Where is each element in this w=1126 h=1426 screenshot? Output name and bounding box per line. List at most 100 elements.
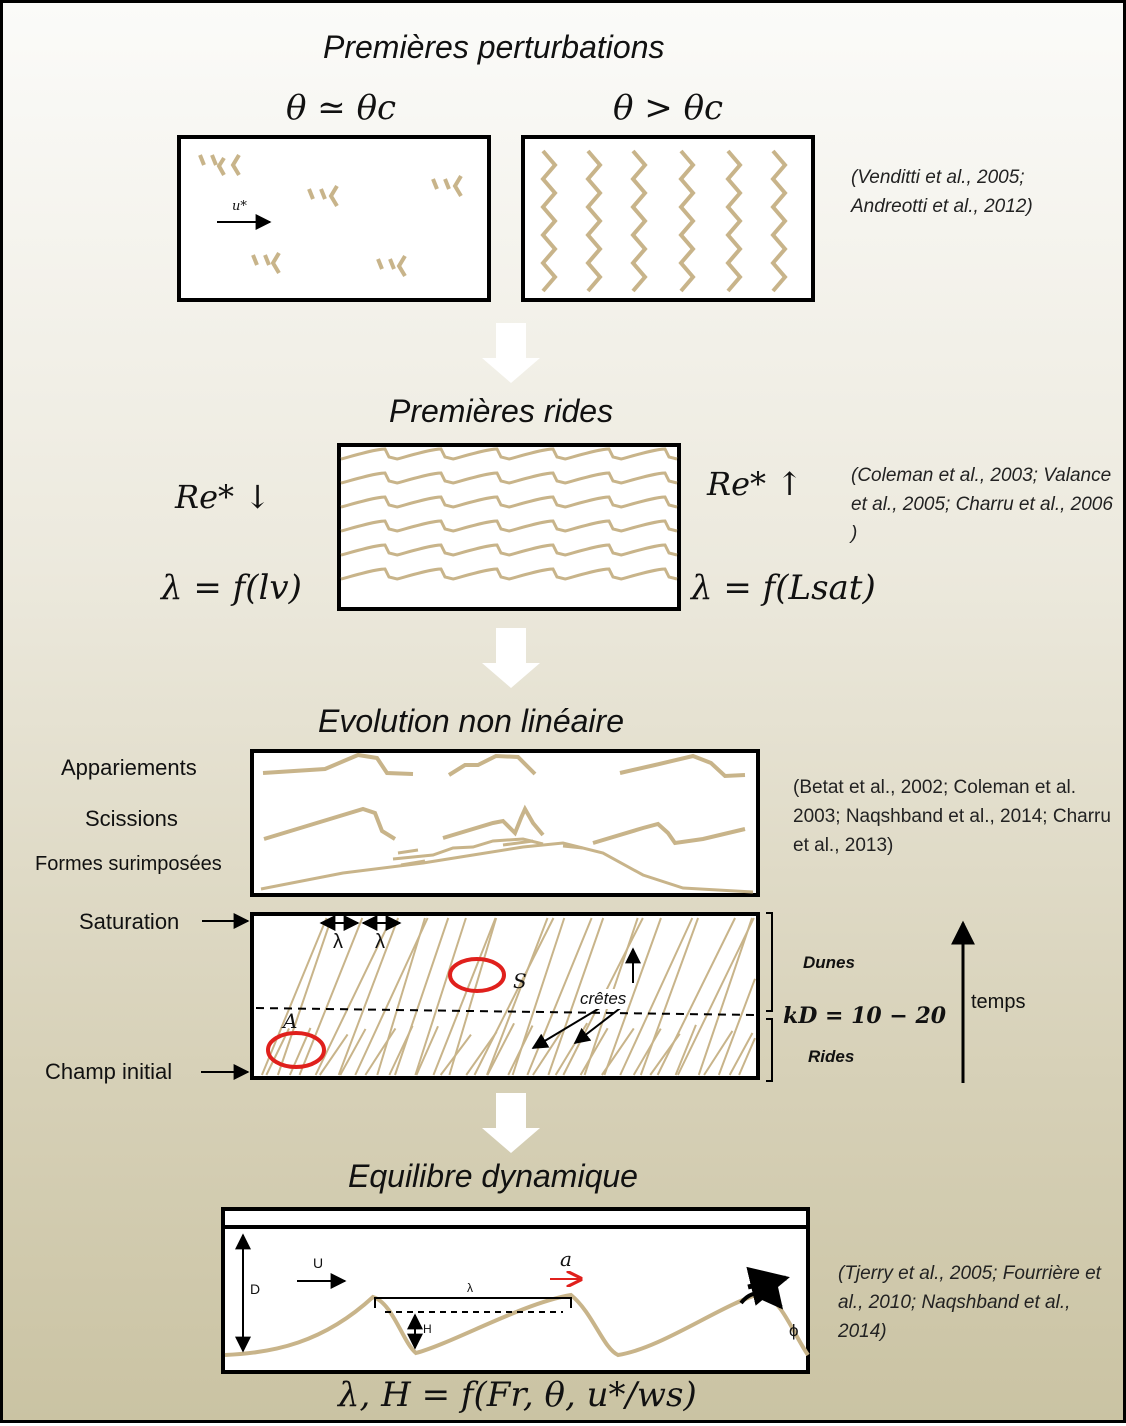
crest-line xyxy=(738,1037,756,1076)
short-crest-line xyxy=(649,1033,681,1076)
zigzag-line xyxy=(725,149,743,293)
crest-line xyxy=(486,917,549,1076)
ripples-box xyxy=(337,443,681,611)
equilibrium-formula: λ, H = f(Fr, θ, u*/ws) xyxy=(338,1375,697,1415)
section1-title: Premières perturbations xyxy=(323,29,665,65)
short-crest-line xyxy=(507,1025,534,1076)
label-appariements: Appariements xyxy=(61,755,197,780)
crest-line xyxy=(603,917,662,1076)
first-ripples xyxy=(340,447,678,581)
crest-line xyxy=(260,917,328,1076)
crest-line xyxy=(354,917,429,1076)
lee-flow-icon xyxy=(739,1266,790,1310)
down-arrow-3 xyxy=(482,1093,540,1153)
crete-pointer-2 xyxy=(531,1005,604,1049)
re-decrease-label: Re* ↓ xyxy=(175,478,272,516)
down-arrow-1 xyxy=(482,323,540,383)
zigzag-line xyxy=(678,149,696,293)
short-crest-line xyxy=(318,1033,349,1076)
section2-reference: (Coleman et al., 2003; Valance et al., 2… xyxy=(851,465,1113,544)
diagram-canvas xyxy=(177,135,975,1374)
section4-title: Equilibre dynamique xyxy=(348,1158,638,1194)
short-crest-line xyxy=(674,1024,697,1076)
crest-line xyxy=(394,917,450,1076)
cretes-label: crêtes xyxy=(580,989,627,1009)
migration-label: a xyxy=(560,1247,572,1271)
re-increase-label: Re* ↑ xyxy=(707,465,804,503)
superimposed-forms xyxy=(260,837,754,894)
short-crest-line xyxy=(632,1028,662,1076)
label-saturation: Saturation xyxy=(79,909,180,934)
dunes-brace xyxy=(766,912,773,1012)
section3-title: Evolution non linéaire xyxy=(318,703,624,739)
temps-label: temps xyxy=(971,991,1026,1013)
zigzag-line xyxy=(585,149,603,293)
crest-line xyxy=(276,917,333,1076)
lambda-viscous-label: λ = f(lv) xyxy=(161,568,302,608)
crest-line xyxy=(717,978,756,1076)
dunes-label: Dunes xyxy=(803,953,855,972)
wavelength-bracket xyxy=(374,1297,572,1308)
short-crest-line xyxy=(601,1027,635,1076)
section1-reference: (Venditti et al., 2005; Andreotti et al.… xyxy=(851,167,1033,217)
crest-line xyxy=(656,917,736,1076)
depth-label: D xyxy=(250,1281,261,1297)
theta-greater-label: θ > θc xyxy=(613,88,724,128)
height-label: H xyxy=(423,1322,432,1336)
appariement-marker xyxy=(266,1031,326,1069)
rides-label: Rides xyxy=(808,1047,855,1066)
short-crest-line xyxy=(439,1034,472,1076)
scission-label: S xyxy=(513,969,527,993)
crest-line xyxy=(526,917,593,1076)
perturbation-box-high xyxy=(521,135,815,302)
section2-title: Premières rides xyxy=(389,393,614,429)
ripple-line xyxy=(340,495,678,509)
crest-line xyxy=(414,917,467,1076)
lambda-label-1: λ xyxy=(333,931,343,953)
short-crest-line xyxy=(415,1025,439,1076)
crest-line xyxy=(473,917,555,1076)
zigzag-line xyxy=(540,149,558,293)
short-crest-line xyxy=(388,1025,414,1076)
short-crest-line xyxy=(465,1031,498,1076)
label-champ-initial: Champ initial xyxy=(45,1059,173,1084)
crest-line xyxy=(298,917,364,1076)
section4-reference: (Tjerry et al., 2005; Fourrière et al., … xyxy=(838,1263,1101,1342)
short-crest-line xyxy=(579,1027,609,1076)
down-arrow-2 xyxy=(482,628,540,688)
short-crest-line xyxy=(486,1022,515,1076)
crest-line xyxy=(677,917,755,1076)
nonlinear-box xyxy=(250,749,760,897)
kd-range-label: kD = 10 − 20 xyxy=(783,1003,947,1029)
rides-brace xyxy=(766,1018,773,1082)
crest-line xyxy=(337,917,400,1076)
zigzag-ripples xyxy=(540,149,788,293)
ripple-line xyxy=(340,543,678,557)
wavelength-label: λ xyxy=(467,1281,473,1295)
angle-label: ϕ xyxy=(789,1321,799,1340)
crest-line xyxy=(639,917,700,1076)
theta-approx-label: θ ≃ θc xyxy=(286,88,397,128)
chevron-marks xyxy=(198,153,463,278)
crest-line xyxy=(448,917,498,1076)
interaction-profiles xyxy=(262,752,746,846)
crest-line xyxy=(314,917,393,1076)
ripple-line xyxy=(340,519,678,533)
short-crest-line xyxy=(364,1027,397,1076)
short-crest-line xyxy=(728,1032,754,1076)
crest-line xyxy=(432,917,497,1076)
equilibrium-box xyxy=(221,1207,810,1374)
crest-line xyxy=(697,917,753,1076)
ripple-line xyxy=(340,567,678,581)
crest-lines xyxy=(260,917,756,1076)
ustar-label: u* xyxy=(232,199,247,214)
flow-label: U xyxy=(313,1255,324,1271)
crest-line xyxy=(547,917,605,1076)
zigzag-line xyxy=(770,149,788,293)
scission-marker xyxy=(448,957,506,993)
label-scissions: Scissions xyxy=(85,806,178,831)
crest-line xyxy=(376,917,426,1076)
lambda-saturation-label: λ = f(Lsat) xyxy=(691,568,876,608)
section3-reference: (Betat et al., 2002; Coleman et al. 2003… xyxy=(793,777,1111,856)
